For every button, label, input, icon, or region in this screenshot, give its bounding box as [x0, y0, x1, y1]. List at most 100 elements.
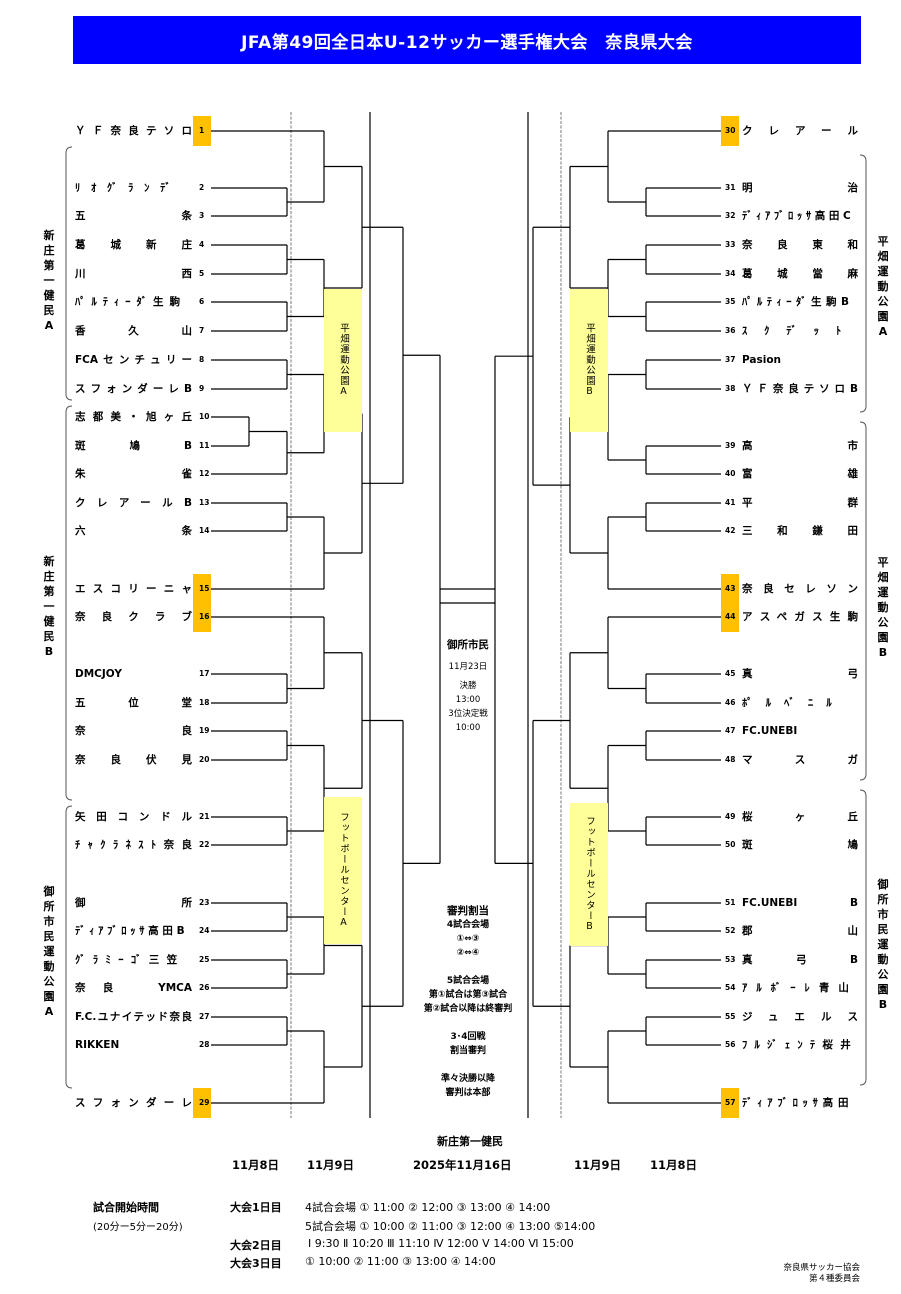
team-number: 17: [199, 669, 210, 678]
team-name: FC.UNEBI B: [742, 897, 858, 909]
team-name: 三和鎌田: [742, 525, 858, 537]
seed-marker: [193, 602, 211, 632]
team-name: F.C.ユナイテッド奈良: [75, 1011, 192, 1023]
team-number: 14: [199, 526, 210, 535]
team-number: 46: [725, 698, 736, 707]
team-number: 50: [725, 840, 736, 849]
seed-marker: [721, 116, 739, 146]
third-place-time: 10:00: [455, 723, 481, 733]
team-number: 18: [199, 698, 210, 707]
date-final-rounds: 2025年11月16日: [413, 1158, 512, 1172]
team-name: 葛城當麻: [742, 268, 858, 280]
schedule-text-3: ① 10:00 ② 11:00 ③ 13:00 ④ 14:00: [305, 1255, 496, 1268]
team-name: 香久山: [75, 325, 192, 337]
team-number: 6: [199, 297, 205, 306]
team-number: 25: [199, 955, 210, 964]
team-name: 志都美・旭ヶ丘: [75, 411, 192, 423]
team-number: 10: [199, 412, 210, 421]
referee-line: 準々決勝以降: [440, 1074, 495, 1084]
referee-line: [400, 960, 536, 974]
date-left-r1: 11月8日: [232, 1158, 280, 1172]
group-bracket-right-a: [859, 154, 867, 413]
organizer-line-2: 第４種委員会: [808, 1274, 860, 1284]
date-right-r1: 11月8日: [650, 1158, 698, 1172]
team-number: 48: [725, 755, 736, 764]
venue-right-top: 平畑運動公園B: [570, 289, 608, 432]
team-name: 御所: [75, 897, 192, 909]
group-label-right-c: 御所市民運動公園B: [877, 878, 889, 1011]
team-number: 44: [725, 612, 736, 621]
team-number: 36: [725, 326, 736, 335]
team-number: 16: [199, 612, 210, 621]
team-number: 29: [199, 1098, 210, 1107]
team-name: ＹＦ奈良テソロ: [75, 125, 192, 137]
team-name: 矢田コンドル: [75, 811, 192, 823]
team-number: 12: [199, 469, 210, 478]
team-name: 川西: [75, 268, 192, 280]
team-name: ﾃﾞｨｱﾌﾞﾛｯｻ高田C: [742, 210, 851, 222]
referee-line: [400, 1058, 536, 1072]
team-name: 斑鳩B: [75, 440, 192, 452]
team-name: 奈良 YMCA: [75, 982, 192, 994]
organizer: 奈良県サッカー協会 第４種委員会: [760, 1263, 860, 1285]
team-number: 41: [725, 498, 736, 507]
team-number: 49: [725, 812, 736, 821]
group-bracket-right-b: [859, 421, 867, 781]
team-number: 54: [725, 983, 736, 992]
page-title: JFA第49回全日本U-12サッカー選手権大会 奈良県大会: [73, 16, 861, 64]
seed-marker: [193, 116, 211, 146]
team-number: 20: [199, 755, 210, 764]
team-name: ﾃﾞｨｱﾌﾞﾛｯｻ高田: [742, 1097, 854, 1109]
team-name: 六条: [75, 525, 192, 537]
final-venue: 御所市民: [447, 639, 489, 651]
referee-line: 第①試合は第③試合: [428, 990, 508, 1000]
team-number: 21: [199, 812, 210, 821]
team-number: 43: [725, 584, 736, 593]
team-number: 4: [199, 240, 205, 249]
team-number: 13: [199, 498, 210, 507]
referee-line: 審判は本部: [445, 1088, 491, 1098]
team-name: スフォンダーレB: [75, 383, 192, 395]
date-right-r2: 11月9日: [574, 1158, 622, 1172]
team-number: 24: [199, 926, 210, 935]
referee-line: 第②試合以降は終審判: [423, 1004, 513, 1014]
team-number: 32: [725, 211, 736, 220]
team-name: 真弓: [742, 668, 858, 680]
final-date: 11月23日: [448, 662, 488, 672]
team-name: 奈良東和: [742, 239, 858, 251]
group-bracket-left-a: [65, 146, 73, 401]
team-name: クレアールB: [75, 497, 192, 509]
team-number: 11: [199, 441, 210, 450]
team-number: 34: [725, 269, 736, 278]
referee-line: 4試合会場: [446, 920, 490, 930]
schedule-text-1b: 5試合会場 ① 10:00 ② 11:00 ③ 12:00 ④ 13:00 ⑤1…: [305, 1220, 596, 1233]
team-number: 27: [199, 1012, 210, 1021]
team-name: ＹＦ奈良テソロB: [742, 383, 858, 395]
team-number: 31: [725, 183, 736, 192]
team-number: 8: [199, 355, 205, 364]
seed-marker: [721, 602, 739, 632]
group-bracket-left-b: [65, 405, 73, 801]
team-number: 15: [199, 584, 210, 593]
team-name: 葛城新庄: [75, 239, 192, 251]
team-name: Pasion: [742, 354, 782, 366]
seed-marker: [193, 574, 211, 604]
team-name: 郡山: [742, 925, 858, 937]
team-name: DMCJOY: [75, 668, 122, 680]
team-number: 35: [725, 297, 736, 306]
team-number: 51: [725, 898, 736, 907]
team-number: 40: [725, 469, 736, 478]
team-number: 30: [725, 126, 736, 135]
referee-line: 5試合会場: [446, 976, 490, 986]
group-bracket-right-c: [859, 789, 867, 1086]
team-number: 28: [199, 1040, 210, 1049]
team-name: 五位堂: [75, 697, 192, 709]
venue-left-top: 平畑運動公園A: [324, 289, 362, 432]
group-bracket-left-c: [65, 805, 73, 1089]
team-name: アスペガス生駒: [742, 611, 858, 623]
team-name: ｸﾞﾗﾐｰｺﾞ三笠: [75, 954, 185, 966]
team-name: ﾊﾟﾙﾃｨｰﾀﾞ生駒B: [742, 296, 849, 308]
team-number: 42: [725, 526, 736, 535]
referee-line: ①⇔③: [456, 934, 480, 944]
